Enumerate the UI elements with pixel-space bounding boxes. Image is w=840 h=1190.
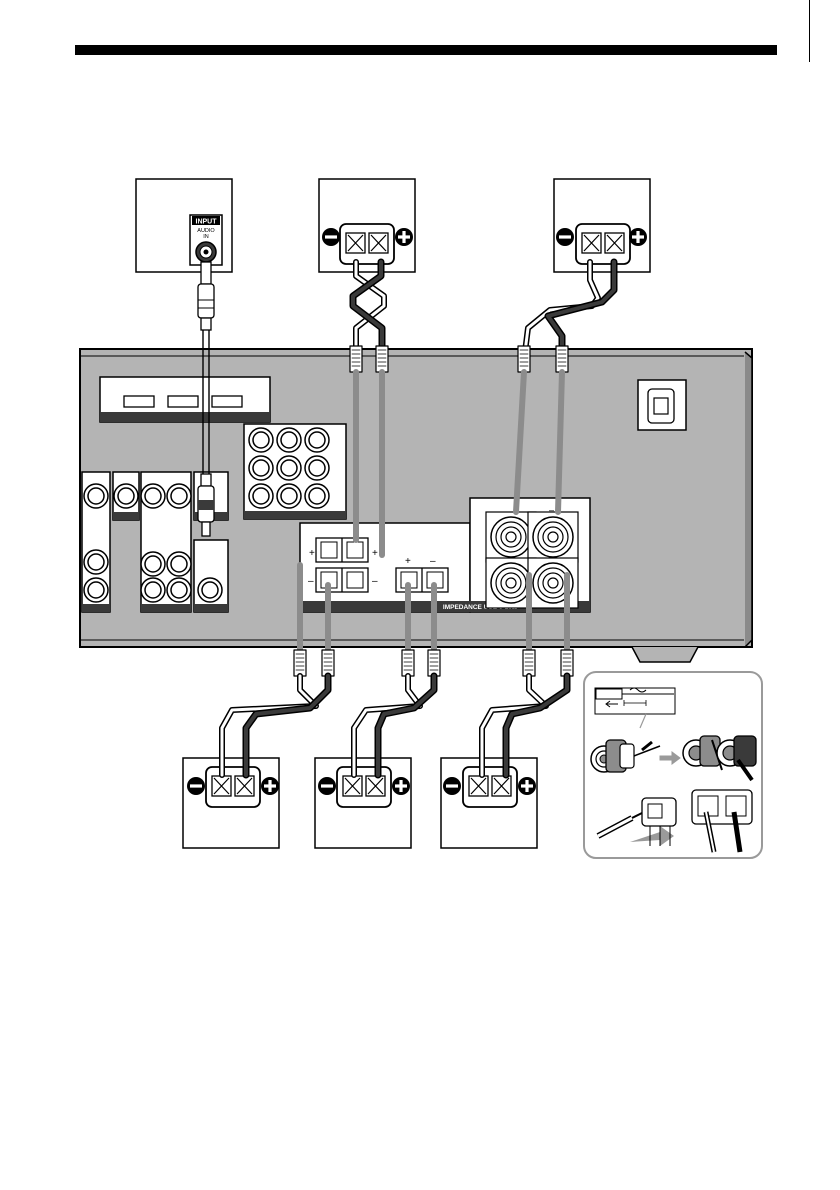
minus-sign: –: [549, 505, 554, 515]
wire-preparation-inset: [584, 672, 762, 858]
hdmi-block: [100, 377, 270, 422]
minus-sign: –: [430, 556, 436, 567]
rca-grid-block: [244, 424, 346, 519]
input-sub2: IN: [203, 234, 209, 240]
plus-sign: +: [405, 556, 411, 567]
ac-inlet: [638, 380, 686, 430]
front-right-speaker: [554, 179, 650, 272]
receiver-rear-panel: IMPEDANCE USE 6-16Ω + + – – +: [80, 349, 752, 662]
surround-right-speaker: [315, 758, 411, 848]
input-title: INPUT: [196, 219, 218, 226]
minus-sign: –: [308, 576, 314, 587]
plus-sign: +: [372, 548, 378, 559]
subwoofer-box: INPUT AUDIO IN: [136, 179, 232, 272]
surround-left-speaker: [183, 758, 279, 848]
minus-sign: –: [372, 576, 378, 587]
front-left-speaker: [319, 179, 415, 272]
plus-sign: +: [309, 548, 315, 559]
center-speaker: [441, 758, 537, 848]
